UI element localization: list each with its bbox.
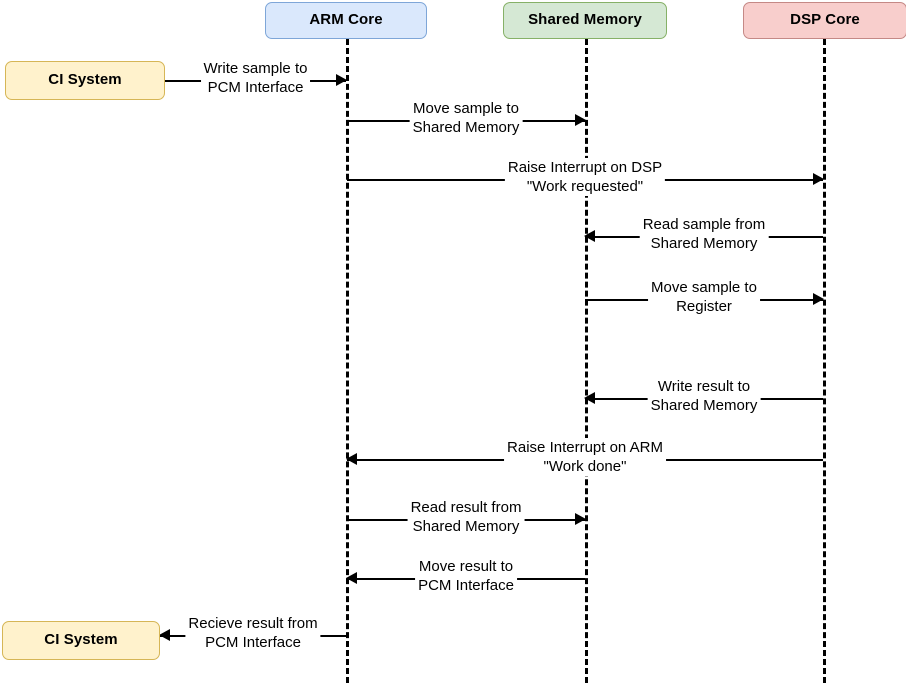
message-label: Write sample to PCM Interface	[200, 59, 311, 97]
message-label-line2: "Work done"	[507, 457, 663, 476]
message-label-line2: PCM Interface	[188, 633, 318, 652]
message-label-line2: PCM Interface	[203, 78, 308, 97]
message-label-line1: Move sample to	[651, 279, 757, 296]
message-label-line1: Read sample from	[642, 216, 766, 233]
participant-shared-memory-label: Shared Memory	[528, 11, 642, 29]
arrow-head-icon	[584, 392, 595, 404]
lifeline-arm-core	[346, 39, 349, 683]
participant-arm-core[interactable]: ARM Core	[265, 2, 427, 39]
message-label-line2: Shared Memory	[642, 234, 766, 253]
arrow-head-icon	[813, 173, 824, 185]
actor-ci-system-bottom[interactable]: CI System	[2, 621, 160, 660]
message-label-line2: Shared Memory	[410, 517, 522, 536]
message-label-line1: Write sample to	[203, 60, 308, 77]
message-label: Recieve result from PCM Interface	[185, 614, 321, 652]
arrow-head-icon	[159, 629, 170, 641]
message-label-line2: Shared Memory	[650, 396, 758, 415]
participant-dsp-core-label: DSP Core	[790, 11, 860, 29]
lifeline-shared-memory	[585, 39, 588, 683]
message-label-line2: Register	[651, 297, 757, 316]
message-label-line1: Write result to	[657, 378, 751, 395]
arrow-head-icon	[575, 513, 586, 525]
message-label: Read sample from Shared Memory	[639, 215, 769, 253]
arrow-head-icon	[584, 230, 595, 242]
lifeline-dsp-core	[823, 39, 826, 683]
message-label: Raise Interrupt on DSP "Work requested"	[504, 158, 666, 196]
message-label: Read result from Shared Memory	[407, 498, 525, 536]
message-label: Move sample to Register	[648, 278, 760, 316]
message-label-line2: Shared Memory	[412, 118, 520, 137]
actor-ci-system-top[interactable]: CI System	[5, 61, 165, 100]
arrow-head-icon	[336, 74, 347, 86]
arrow-head-icon	[813, 293, 824, 305]
message-label-line2: PCM Interface	[418, 576, 514, 595]
message-label-line1: Move sample to	[413, 100, 519, 117]
actor-ci-system-top-label: CI System	[48, 71, 122, 89]
message-label-line2: "Work requested"	[507, 177, 663, 196]
participant-arm-core-label: ARM Core	[309, 11, 383, 29]
participant-dsp-core[interactable]: DSP Core	[743, 2, 906, 39]
arrow-head-icon	[346, 453, 357, 465]
message-label-line1: Raise Interrupt on DSP	[507, 159, 663, 176]
message-label-line1: Recieve result from	[188, 615, 318, 632]
message-label-line1: Read result from	[410, 499, 522, 516]
message-label: Raise Interrupt on ARM "Work done"	[504, 438, 666, 476]
message-label: Move sample to Shared Memory	[409, 99, 523, 137]
message-label-line1: Raise Interrupt on ARM	[507, 439, 663, 456]
participant-shared-memory[interactable]: Shared Memory	[503, 2, 667, 39]
message-label: Move result to PCM Interface	[415, 557, 517, 595]
message-label-line1: Move result to	[418, 558, 514, 575]
arrow-head-icon	[575, 114, 586, 126]
arrow-head-icon	[346, 572, 357, 584]
actor-ci-system-bottom-label: CI System	[44, 631, 118, 649]
message-label: Write result to Shared Memory	[647, 377, 761, 415]
